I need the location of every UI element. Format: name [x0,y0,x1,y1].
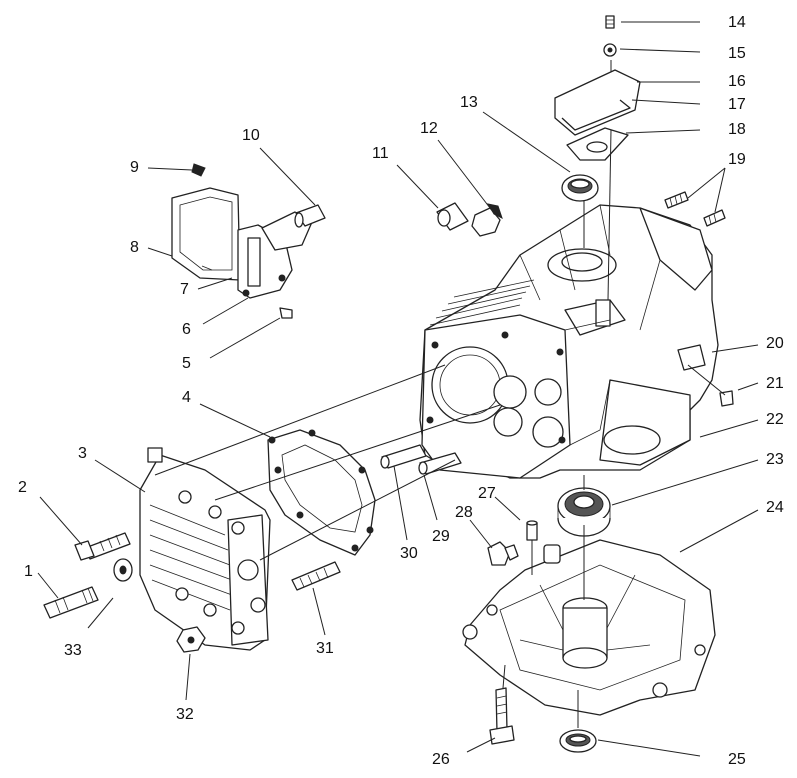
callout-7: 7 [180,281,189,298]
callout-2: 2 [18,479,27,496]
callout-4: 4 [182,389,191,406]
head-gasket [267,429,376,556]
oil-seal-13 [561,174,599,202]
callout-3: 3 [78,445,87,462]
breather-assembly [554,15,641,161]
callout-13: 13 [460,94,478,111]
callout-25: 25 [728,751,746,768]
cylinder-head [139,447,271,651]
callout-29: 29 [432,528,450,545]
callout-31: 31 [316,640,334,657]
callout-10: 10 [242,127,260,144]
callout-30: 30 [400,545,418,562]
callout-14: 14 [728,14,746,31]
callout-17: 17 [728,96,746,113]
breather-gasket [561,99,631,131]
assembly-lines [154,129,726,728]
callout-33: 33 [64,642,82,659]
callout-32: 32 [176,706,194,723]
callout-11: 11 [372,145,389,162]
callout-12: 12 [420,120,438,137]
callout-18: 18 [728,121,746,138]
callout-1: 1 [24,563,33,580]
callout-24: 24 [766,499,784,516]
screw-5 [279,307,293,319]
callout-28: 28 [455,504,473,521]
callout-5: 5 [182,355,191,372]
callout-27: 27 [478,485,496,502]
callout-9: 9 [130,159,139,176]
breather-screw [605,15,615,29]
callout-16: 16 [728,73,746,90]
leader-lines [37,21,759,757]
rocker-cover-group [171,163,326,319]
callout-15: 15 [728,45,746,62]
crankcase-cover [462,539,716,716]
callout-26: 26 [432,751,450,768]
callout-8: 8 [130,239,139,256]
oil-seal-25 [559,729,597,753]
callout-19: 19 [728,151,746,168]
callout-6: 6 [182,321,191,338]
screw-9 [191,163,206,177]
crankcase-block [419,204,719,479]
callout-20: 20 [766,335,784,352]
callout-23: 23 [766,451,784,468]
small-parts-11-12 [436,202,503,237]
callout-labels: 1 2 3 4 5 6 7 8 9 10 11 12 13 14 15 16 1… [18,14,784,768]
callout-21: 21 [766,375,784,392]
callout-22: 22 [766,411,784,428]
pins-and-studs [43,191,734,745]
breather-cover [554,69,641,136]
